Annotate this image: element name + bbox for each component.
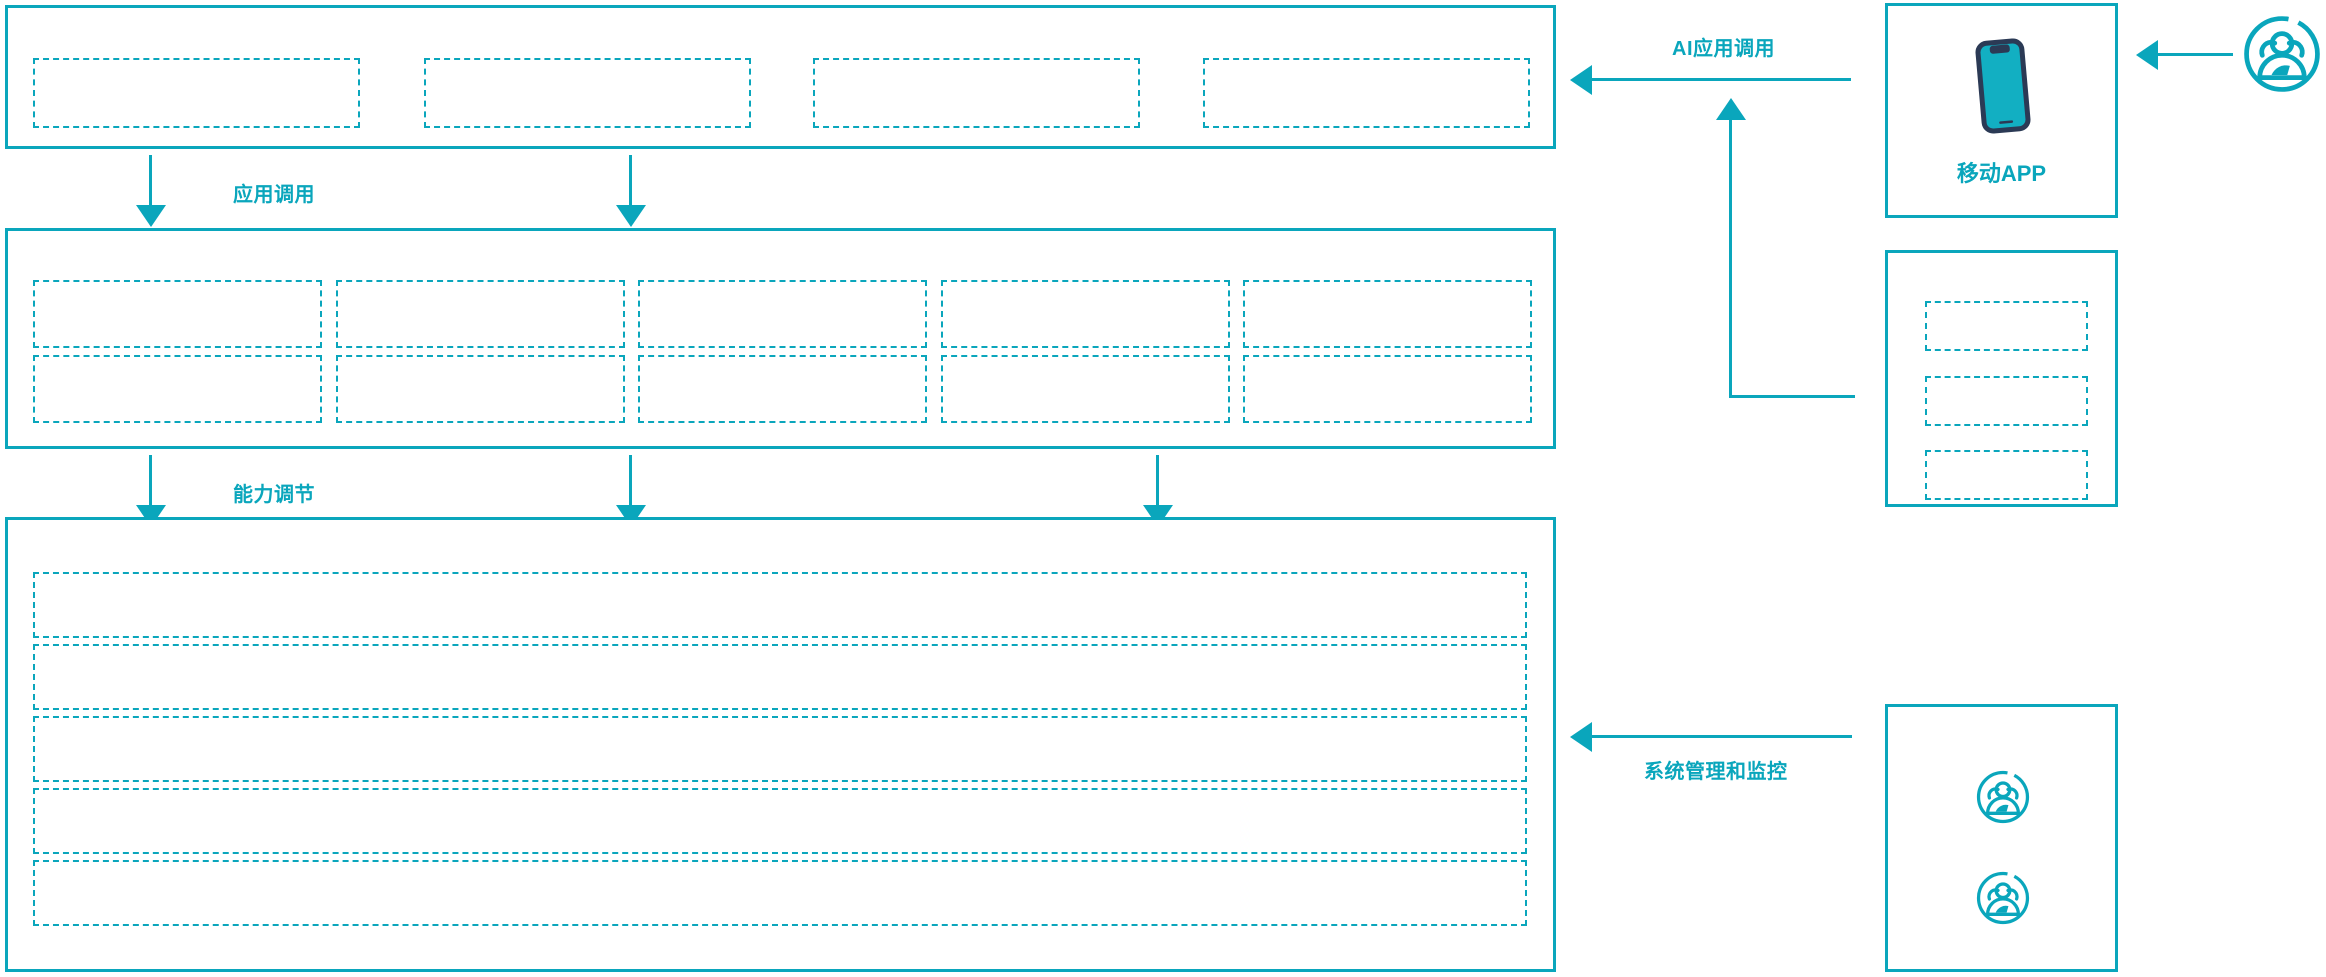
- cap-slot-r2c2[interactable]: [336, 355, 625, 423]
- cap-slot-r2c1[interactable]: [33, 355, 322, 423]
- external-user-to-mobile-line: [2158, 53, 2233, 56]
- plat-row-1[interactable]: [33, 572, 1527, 638]
- channel-slot-1[interactable]: [1925, 301, 2088, 351]
- plat-row-4[interactable]: [33, 788, 1527, 854]
- ai-app-call-riser-foot: [1729, 395, 1855, 398]
- cap-slot-r1c1[interactable]: [33, 280, 322, 348]
- app-call-connector-left: [149, 155, 152, 209]
- app-slot-1[interactable]: [33, 58, 360, 128]
- cap-slot-r1c5[interactable]: [1243, 280, 1532, 348]
- cap-slot-r1c2[interactable]: [336, 280, 625, 348]
- smartphone-icon: [1967, 32, 2039, 140]
- capability-call-label: 能力调节: [233, 484, 315, 506]
- channel-slot-2[interactable]: [1925, 376, 2088, 426]
- sys-monitor-label: 系统管理和监控: [1644, 761, 1788, 783]
- plat-row-3[interactable]: [33, 716, 1527, 782]
- app-call-arrowhead-left: [136, 205, 166, 227]
- app-slot-3[interactable]: [813, 58, 1140, 128]
- external-user-to-mobile-arrowhead: [2136, 40, 2158, 70]
- operator-1-users-group-icon[interactable]: [1974, 768, 2032, 826]
- operator-2-users-group-icon[interactable]: [1974, 869, 2032, 927]
- app-call-arrowhead-right: [616, 205, 646, 227]
- external-user-icon[interactable]: [2240, 12, 2324, 96]
- app-slot-2[interactable]: [424, 58, 751, 128]
- channel-card[interactable]: [1885, 250, 2118, 507]
- operations-card[interactable]: [1885, 704, 2118, 972]
- ai-app-call-label: AI应用调用: [1672, 38, 1775, 60]
- plat-row-2[interactable]: [33, 644, 1527, 710]
- ai-app-call-line: [1592, 78, 1851, 81]
- cap-slot-r1c4[interactable]: [941, 280, 1230, 348]
- cap-slot-r2c3[interactable]: [638, 355, 927, 423]
- ai-app-call-riser: [1729, 120, 1732, 398]
- app-call-connector-right: [629, 155, 632, 209]
- mobile-app-card-label: 移动APP: [1956, 161, 2047, 186]
- mobile-app-card[interactable]: 移动APP: [1885, 3, 2118, 218]
- sys-monitor-line: [1592, 735, 1852, 738]
- app-call-label: 应用调用: [233, 184, 315, 206]
- cap-slot-r1c3[interactable]: [638, 280, 927, 348]
- cap-slot-r2c5[interactable]: [1243, 355, 1532, 423]
- plat-row-5[interactable]: [33, 860, 1527, 926]
- cap-slot-r2c4[interactable]: [941, 355, 1230, 423]
- ai-app-call-riser-arrowhead: [1716, 98, 1746, 120]
- capability-call-connector-3: [1156, 455, 1159, 509]
- sys-monitor-arrowhead: [1570, 722, 1592, 752]
- app-slot-4[interactable]: [1203, 58, 1530, 128]
- capability-call-connector-1: [149, 455, 152, 509]
- capability-call-connector-2: [629, 455, 632, 509]
- channel-slot-3[interactable]: [1925, 450, 2088, 500]
- ai-app-call-arrowhead: [1570, 65, 1592, 95]
